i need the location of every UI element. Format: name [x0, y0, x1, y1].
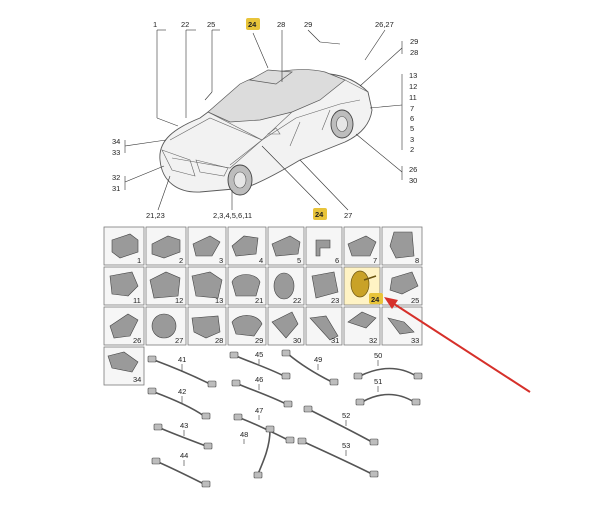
grid-row-3: 26 27 28 29 30 31 32 33: [103, 306, 423, 346]
svg-text:34: 34: [133, 375, 141, 384]
svg-text:34: 34: [112, 137, 120, 146]
svg-text:46: 46: [255, 375, 263, 384]
grid-row-2: 11 12 13 21 22 23 24 25: [103, 266, 423, 306]
svg-text:3: 3: [219, 256, 223, 265]
harness-48: 48: [240, 425, 275, 479]
grid-row-1: 1 2 3 4 5 6 7 8: [103, 226, 423, 266]
harness-46: 46: [231, 375, 293, 408]
svg-text:11: 11: [133, 296, 141, 305]
svg-text:2: 2: [179, 256, 183, 265]
harness-44: 44: [151, 451, 211, 488]
red-pointer-arrow: [384, 297, 531, 393]
svg-text:11: 11: [409, 93, 417, 102]
svg-text:52: 52: [342, 411, 350, 420]
svg-text:32: 32: [369, 336, 377, 345]
svg-text:29: 29: [255, 336, 263, 345]
harness-43: 43: [153, 421, 213, 450]
callout-25: 25: [207, 20, 215, 29]
callouts-bottom: 21,23 2,3,4,5,6,11 24 27: [146, 208, 352, 220]
svg-text:28: 28: [215, 336, 223, 345]
svg-text:7: 7: [373, 256, 377, 265]
harness-45: 45: [229, 350, 291, 380]
svg-text:8: 8: [415, 256, 419, 265]
highlighted-label-badge: 24: [369, 293, 383, 304]
svg-text:32: 32: [112, 173, 120, 182]
svg-text:6: 6: [335, 256, 339, 265]
svg-text:7: 7: [410, 104, 414, 113]
harness-51: 51: [355, 377, 421, 406]
svg-text:2,3,4,5,6,11: 2,3,4,5,6,11: [213, 211, 252, 220]
car-illustration: [159, 69, 373, 196]
svg-text:45: 45: [255, 350, 263, 359]
callout-24-bottom-badge: 24: [313, 208, 327, 220]
svg-text:21: 21: [255, 296, 263, 305]
svg-text:4: 4: [259, 256, 263, 265]
svg-text:41: 41: [178, 355, 186, 364]
callout-24-top-badge: 24: [246, 18, 260, 30]
svg-text:5: 5: [297, 256, 301, 265]
callout-29: 29: [304, 20, 312, 29]
harness-42: 42: [147, 387, 211, 420]
svg-text:21,23: 21,23: [146, 211, 165, 220]
svg-text:33: 33: [112, 148, 120, 157]
callouts-left: 34 33 32 31: [112, 137, 120, 193]
callout-28: 28: [277, 20, 285, 29]
svg-text:51: 51: [374, 377, 382, 386]
svg-text:47: 47: [255, 406, 263, 415]
callouts-right: 29 28 13 12 11 7 6 5 3 2 26 30: [409, 37, 418, 185]
callout-26-27: 26,27: [375, 20, 394, 29]
svg-text:30: 30: [409, 176, 417, 185]
callout-1: 1: [153, 20, 157, 29]
svg-text:13: 13: [215, 296, 223, 305]
svg-text:27: 27: [175, 336, 183, 345]
callouts-top: 1 22 25 24 28 29 26,27: [153, 18, 394, 30]
harness-53: 53: [297, 437, 379, 478]
car-leaders: [124, 29, 403, 211]
svg-text:29: 29: [410, 37, 418, 46]
svg-text:25: 25: [411, 296, 419, 305]
svg-text:12: 12: [175, 296, 183, 305]
harness-47: 47: [233, 406, 295, 444]
svg-text:22: 22: [293, 296, 301, 305]
svg-text:13: 13: [409, 71, 417, 80]
harness-49: 49: [281, 349, 339, 386]
svg-text:33: 33: [411, 336, 419, 345]
svg-text:31: 31: [331, 336, 339, 345]
harness-50: 50: [353, 351, 423, 380]
svg-text:30: 30: [293, 336, 301, 345]
callout-22: 22: [181, 20, 189, 29]
svg-text:2: 2: [410, 145, 414, 154]
svg-text:23: 23: [331, 296, 339, 305]
svg-text:6: 6: [410, 114, 414, 123]
svg-text:5: 5: [410, 124, 414, 133]
svg-text:26: 26: [409, 165, 417, 174]
svg-text:27: 27: [344, 211, 352, 220]
svg-text:3: 3: [410, 135, 414, 144]
svg-text:48: 48: [240, 430, 248, 439]
svg-text:44: 44: [180, 451, 188, 460]
svg-text:28: 28: [410, 48, 418, 57]
harness-set: 41 42 43 44: [147, 349, 423, 488]
harness-41: 41: [147, 355, 217, 388]
svg-text:49: 49: [314, 355, 322, 364]
parts-grid: 1 2 3 4 5 6 7 8 11: [103, 226, 423, 386]
svg-text:42: 42: [178, 387, 186, 396]
svg-text:24: 24: [315, 210, 324, 219]
grid-row-4: 34: [103, 346, 145, 386]
svg-text:43: 43: [180, 421, 188, 430]
svg-text:24: 24: [248, 20, 257, 29]
svg-text:53: 53: [342, 441, 350, 450]
svg-text:50: 50: [374, 351, 382, 360]
svg-text:24: 24: [371, 295, 380, 304]
svg-text:1: 1: [137, 256, 141, 265]
svg-text:31: 31: [112, 184, 120, 193]
harness-52: 52: [303, 405, 379, 446]
svg-text:26: 26: [133, 336, 141, 345]
svg-text:12: 12: [409, 82, 417, 91]
